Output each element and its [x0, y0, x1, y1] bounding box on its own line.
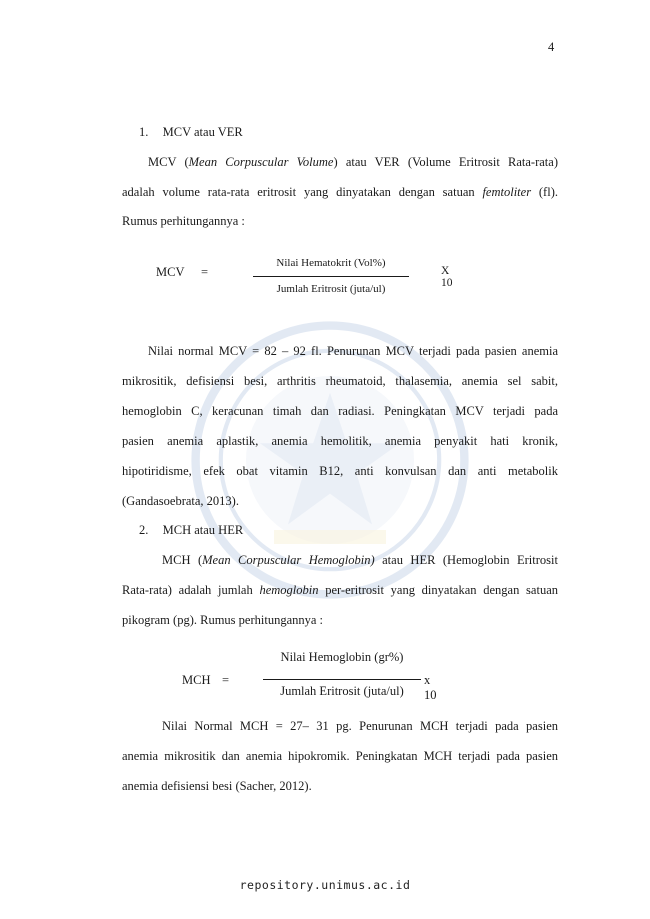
- mcv-normal-line-1: Nilai normal MCV = 82 – 92 fl. Penurunan…: [148, 344, 558, 358]
- section-2-heading: 2. MCH atau HER: [139, 523, 243, 538]
- mch-formula-fraction-bar: [263, 679, 421, 680]
- mcv-formula-numerator: Nilai Hematokrit (Vol%): [276, 257, 386, 269]
- repository-footer: repository.unimus.ac.id: [239, 878, 411, 892]
- section-2-number: 2.: [139, 523, 149, 537]
- mcv-formula-multiplier: X 10: [441, 265, 453, 289]
- mcv-normal-line-4: pasien anemia aplastik, anemia hemolitik…: [122, 434, 558, 448]
- section-2-title: MCH atau HER: [162, 523, 244, 537]
- section-1-intro-line-1: MCV (Mean Corpuscular Volume) atau VER (…: [148, 155, 558, 169]
- university-seal-watermark-icon: [191, 321, 469, 599]
- section-1-title: MCV atau VER: [162, 125, 243, 139]
- mcv-normal-line-2: mikrositik, defisiensi besi, arthritis r…: [122, 374, 558, 388]
- mch-formula-lhs: MCH: [182, 673, 211, 687]
- mcv-normal-line-5: hipotiridisme, efek obat vitamin B12, an…: [122, 464, 558, 478]
- mch-normal-line-1: Nilai Normal MCH = 27– 31 pg. Penurunan …: [162, 719, 558, 733]
- mch-formula-multiplier: x 10: [424, 673, 437, 702]
- mcv-normal-line-3: hemoglobin C, keracunan timah dan radias…: [122, 404, 558, 418]
- section-1-intro-line-2: adalah volume rata-rata eritrosit yang d…: [122, 185, 558, 199]
- mcv-formula-equals: =: [201, 265, 209, 279]
- section-1-number: 1.: [139, 125, 149, 139]
- mch-formula-equals: =: [222, 673, 230, 687]
- mcv-formula-denominator: Jumlah Eritrosit (juta/ul): [276, 283, 386, 295]
- mch-normal-line-3: anemia defisiensi besi (Sacher, 2012).: [122, 779, 312, 793]
- section-1-intro-line-3: Rumus perhitungannya :: [122, 214, 245, 228]
- section-2-intro-line-2: Rata-rata) adalah jumlah hemoglobin per-…: [122, 583, 558, 597]
- section-1-heading: 1. MCV atau VER: [139, 125, 243, 140]
- section-2-intro-line-3: pikogram (pg). Rumus perhitungannya :: [122, 613, 324, 627]
- mch-formula-numerator: Nilai Hemoglobin (gr%): [280, 650, 404, 664]
- section-2-intro-line-1: MCH (Mean Corpuscular Hemoglobin) atau H…: [162, 553, 558, 567]
- mch-normal-line-2: anemia mikrositik dan anemia hipokromik.…: [122, 749, 558, 763]
- mch-formula-denominator: Jumlah Eritrosit (juta/ul): [280, 684, 404, 698]
- mcv-formula-fraction-bar: [253, 276, 409, 277]
- mcv-formula-lhs: MCV: [156, 265, 185, 279]
- mcv-normal-line-6: (Gandasoebrata, 2013).: [122, 494, 239, 508]
- page-number: 4: [548, 40, 555, 54]
